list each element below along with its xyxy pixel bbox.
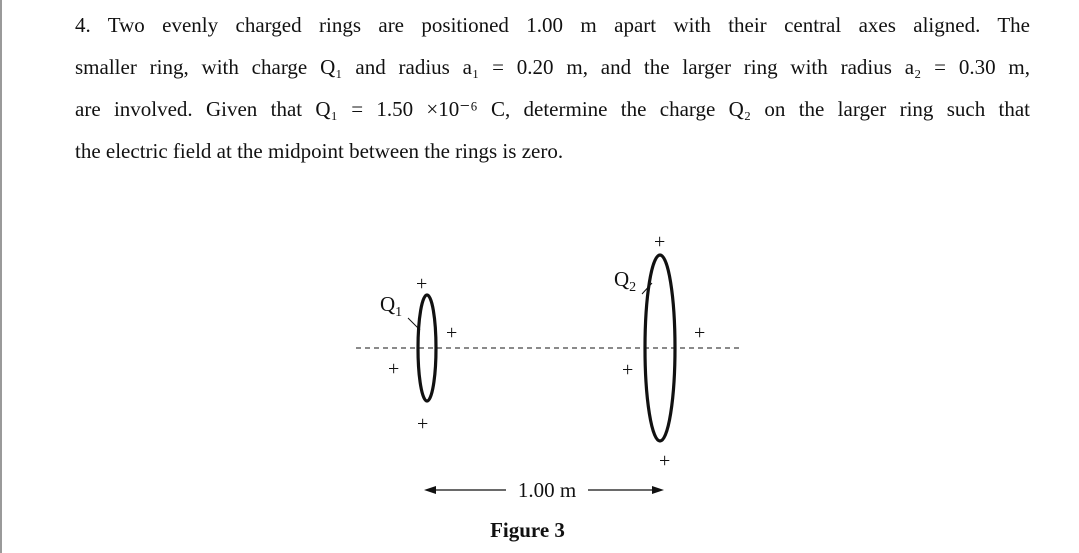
ring1-plus-top: + [416, 273, 427, 295]
ring1-plus-right: + [446, 322, 457, 344]
distance-arrow-left [424, 486, 436, 494]
small-ring [416, 293, 438, 403]
ring2-plus-bottom: + [659, 450, 670, 472]
ring2-plus-top: + [654, 231, 665, 253]
ring1-leader-line [407, 317, 421, 331]
problem-line-1: 4. Two evenly charged rings are position… [75, 13, 1030, 37]
page-left-border [0, 0, 2, 553]
ring2-leader-line [641, 282, 653, 295]
ring1-plus-bottom: + [417, 413, 428, 435]
distance-arrow-right [652, 486, 664, 494]
problem-line-4: the electric field at the midpoint betwe… [75, 139, 564, 163]
ring2-label: Q2 [614, 267, 636, 295]
problem-statement: 4. Two evenly charged rings are position… [75, 4, 1030, 172]
distance-label: 1.00 m [518, 478, 576, 502]
figure-caption-text: Figure 3 [490, 518, 565, 542]
ring1-label: Q1 [380, 292, 402, 320]
problem-line-2: smaller ring, with charge Q₁ and radius … [75, 55, 1030, 79]
figure-caption: Figure 3 [0, 518, 1079, 543]
problem-line-3: are involved. Given that Q₁ = 1.50 ×10⁻⁶… [75, 97, 1030, 121]
ring2-plus-left: + [622, 359, 633, 381]
ring1-plus-left: + [388, 358, 399, 380]
ring2-plus-right: + [694, 322, 705, 344]
large-ring [643, 253, 677, 443]
